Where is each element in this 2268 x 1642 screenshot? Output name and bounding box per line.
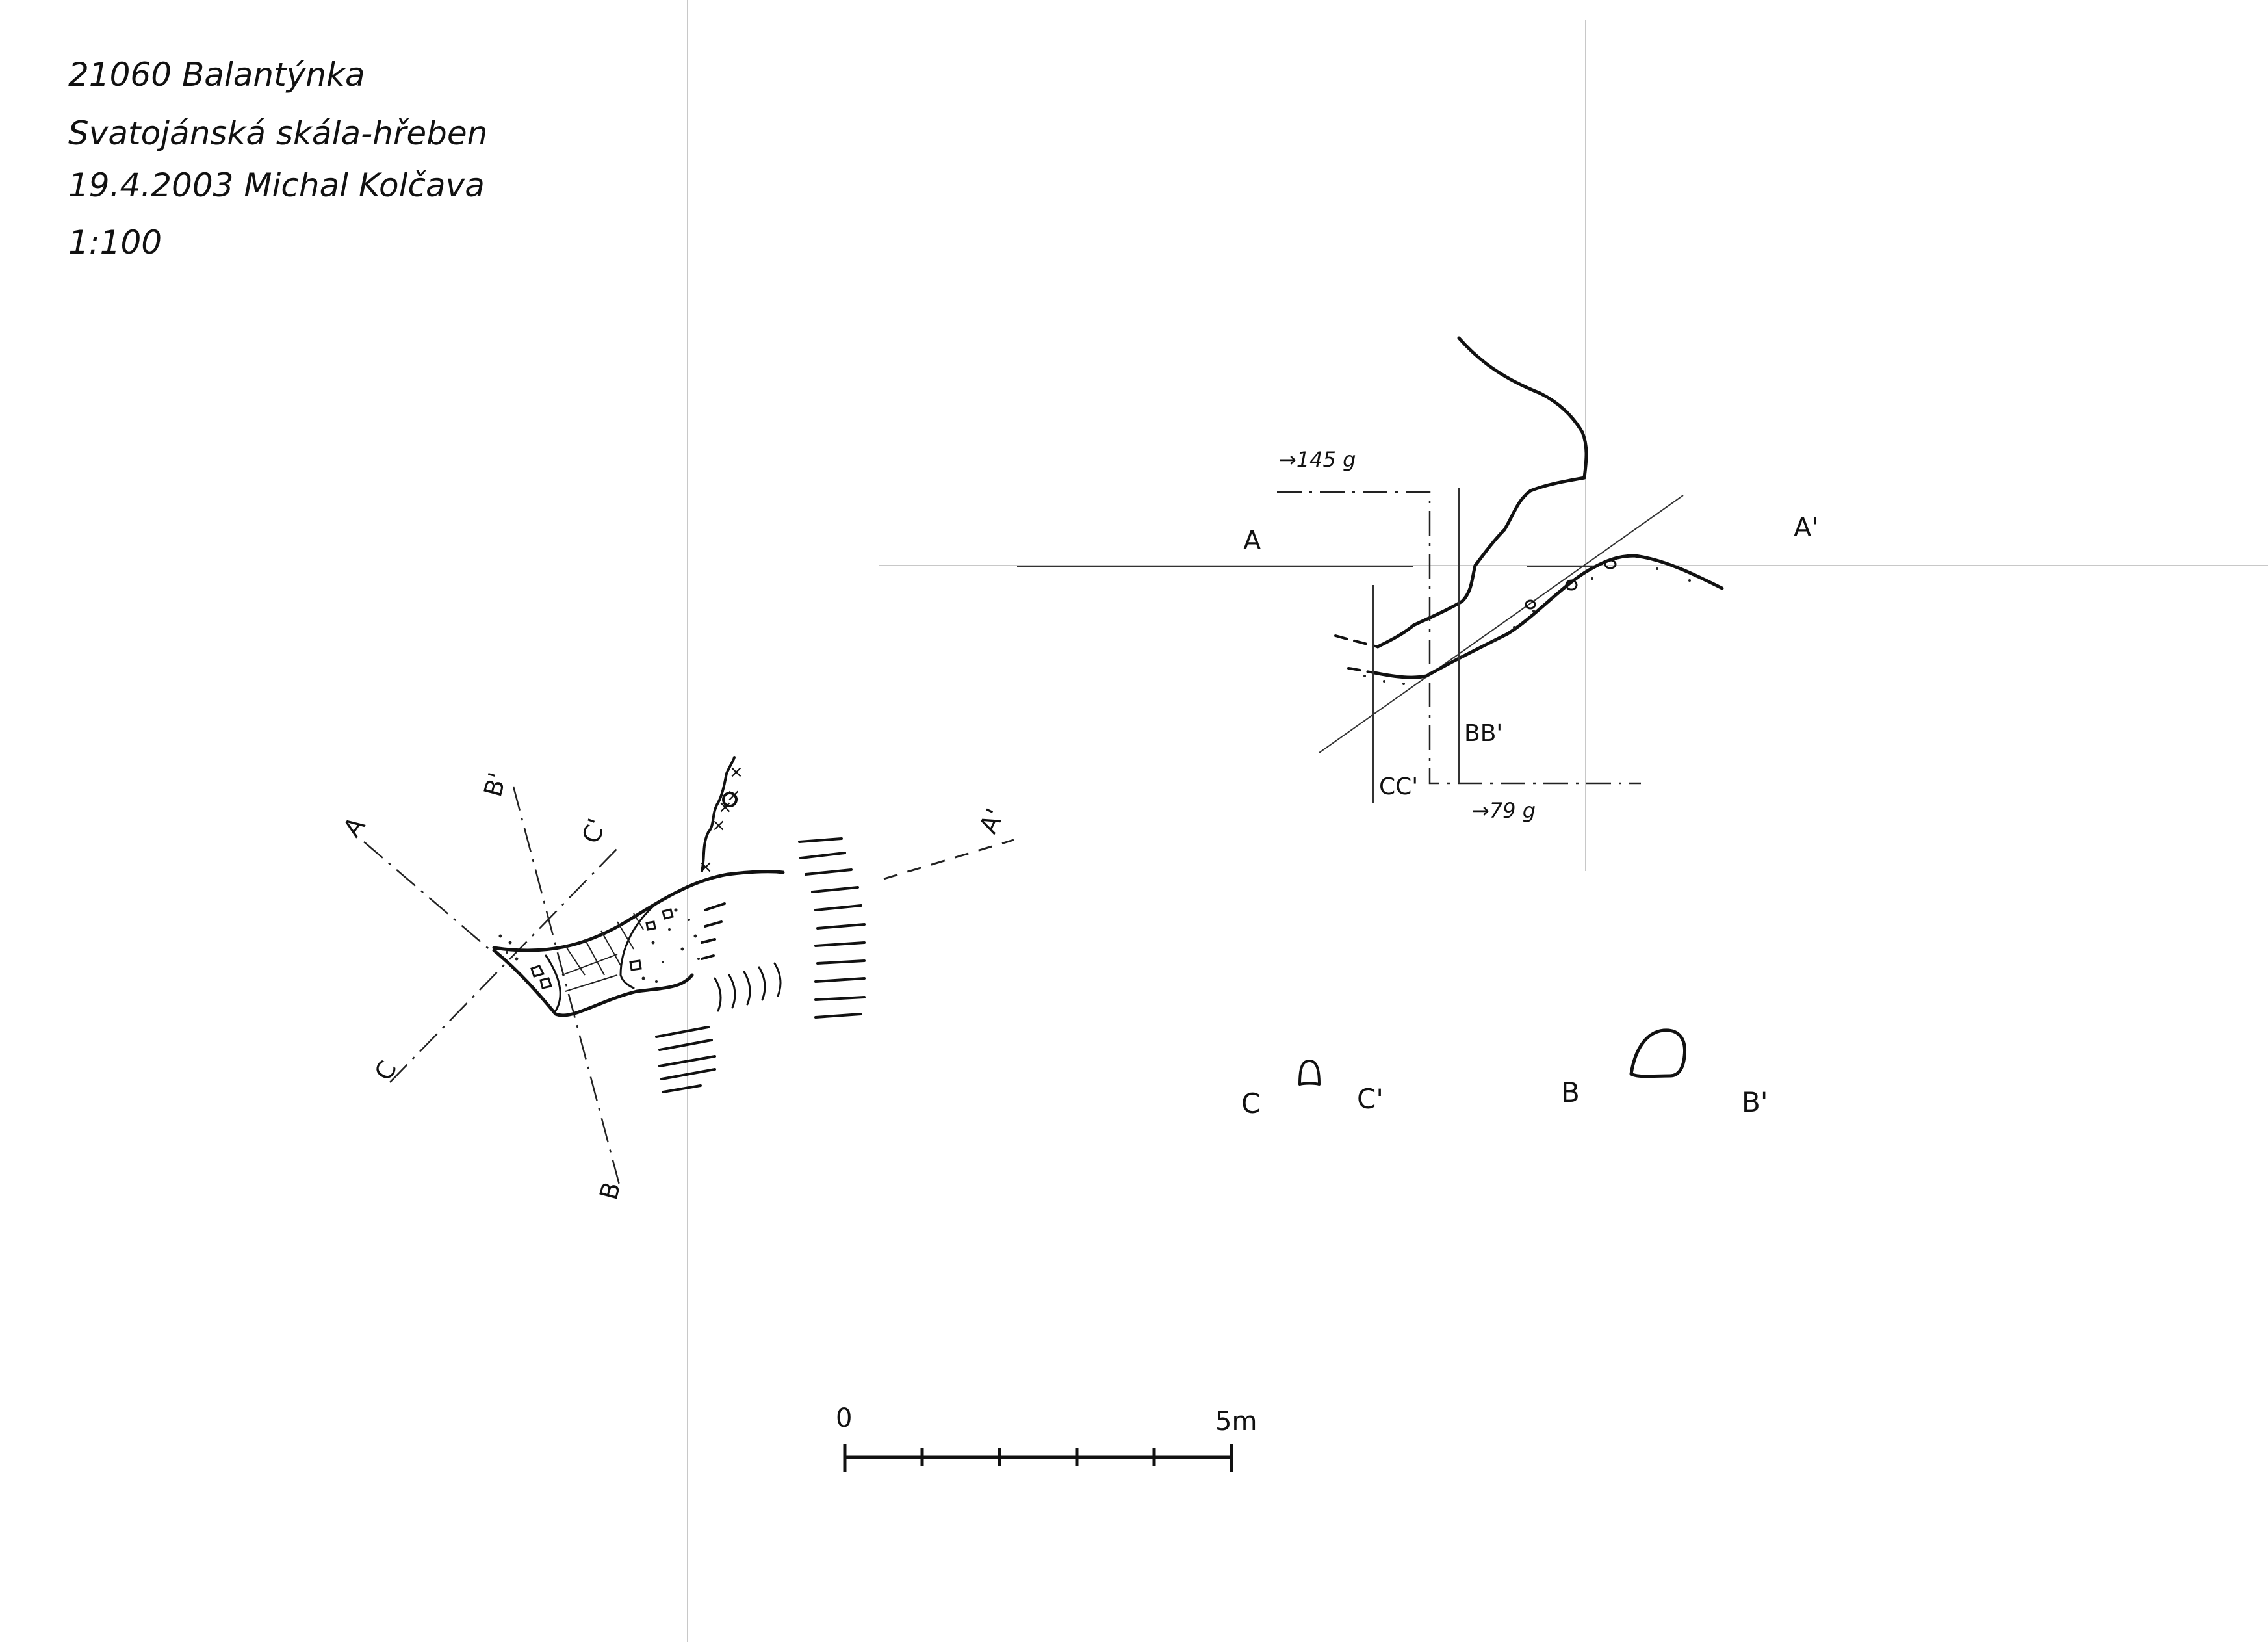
svg-text:×: × xyxy=(699,857,713,877)
plan-passage-outline-lower xyxy=(492,948,694,1017)
section-label-a-prime: A' xyxy=(1794,513,1818,543)
longitudinal-section: A A' BB' CC' →145 g →79 g xyxy=(1017,336,1818,823)
section-line-c xyxy=(389,844,621,1083)
section-passage-floor-left xyxy=(1347,667,1376,674)
cross-section-b-right: B' xyxy=(1742,1086,1768,1118)
plan-hatching xyxy=(561,913,644,992)
header-location: Svatojánská skála-hřeben xyxy=(68,114,487,152)
header-scale: 1:100 xyxy=(68,224,162,261)
section-line-a-prime xyxy=(883,839,1014,880)
plan-label-c: C xyxy=(369,1056,402,1086)
cave-plan: × × × × × xyxy=(337,756,1014,1203)
svg-text:×: × xyxy=(729,762,743,782)
section-label-a: A xyxy=(1243,526,1261,556)
cross-section-c-shape xyxy=(1298,1060,1321,1086)
section-label-cc: CC' xyxy=(1379,774,1418,800)
plan-passage-outline-upper xyxy=(492,870,785,952)
section-passage-floor xyxy=(1372,554,1724,679)
section-line-a xyxy=(363,841,491,951)
svg-text:×: × xyxy=(718,798,732,817)
scale-bar: 0 5m xyxy=(836,1403,1257,1472)
plan-blocks xyxy=(530,908,674,989)
section-line-b xyxy=(512,786,622,1190)
cross-section-c-right: C' xyxy=(1357,1083,1384,1115)
section-cut-cc xyxy=(1277,491,1641,785)
header-date-author: 19.4.2003 Michal Kolčava xyxy=(68,166,485,204)
plan-rubble xyxy=(498,908,700,983)
plan-cliff-hatching xyxy=(655,837,866,1093)
plan-inner-boundary-2 xyxy=(619,902,658,989)
plan-label-a: A xyxy=(337,812,370,842)
plan-slope-arcs xyxy=(714,962,782,1012)
section-sediment xyxy=(1363,567,1691,685)
plan-surface-marks: × × × × × xyxy=(699,762,743,877)
scale-bar-start-label: 0 xyxy=(836,1403,852,1433)
section-bearing-2: →79 g xyxy=(1472,798,1536,823)
header-cave-id: 21060 Balantýnka xyxy=(68,56,365,94)
section-rock-surface xyxy=(1376,336,1588,649)
cross-section-c-left: C xyxy=(1241,1088,1260,1119)
cross-section-b-left: B xyxy=(1561,1076,1580,1108)
plan-inner-boundary xyxy=(545,954,561,1012)
section-blocks xyxy=(1525,559,1617,610)
section-label-bb: BB' xyxy=(1464,720,1502,747)
header: 21060 Balantýnka Svatojánská skála-hřebe… xyxy=(68,56,487,261)
plan-label-a-prime: A' xyxy=(973,804,1009,838)
section-passage-ceiling-left xyxy=(1334,634,1379,648)
plan-surface-edge xyxy=(701,756,736,872)
plan-label-c-prime: C' xyxy=(576,814,612,847)
plan-label-b: B' xyxy=(478,770,512,800)
cross-section-b-shape xyxy=(1629,1028,1687,1078)
section-slope-line xyxy=(1319,495,1684,753)
cross-sections: C C' B B' xyxy=(1241,1028,1768,1119)
scale-bar-end-label: 5m xyxy=(1215,1407,1257,1437)
scale-bar-ticks xyxy=(843,1444,1233,1472)
svg-text:×: × xyxy=(712,816,726,835)
plan-label-b-end: B xyxy=(594,1179,626,1203)
section-bearing-1: →145 g xyxy=(1279,447,1356,472)
